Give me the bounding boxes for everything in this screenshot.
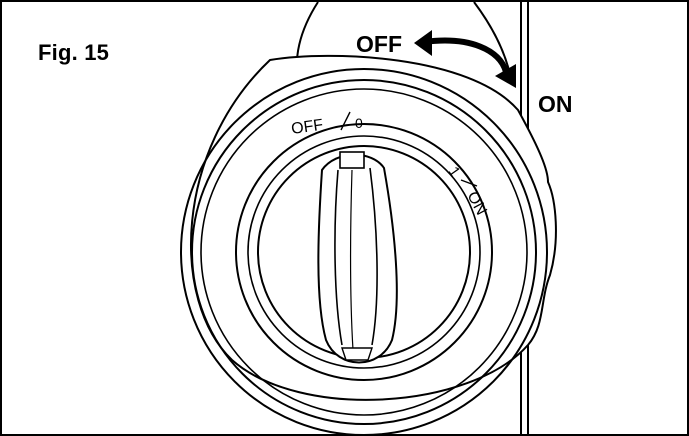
bezel-ring-3	[200, 88, 528, 416]
knob-base-ring	[247, 135, 481, 369]
knob-bottom-tab	[341, 347, 373, 361]
knob-handle	[317, 153, 398, 364]
knob-pointer	[339, 151, 365, 169]
on-direction-label: ON	[538, 91, 573, 117]
knob-center-ridge	[350, 169, 354, 351]
outer-bezel-ring	[180, 68, 548, 436]
arrow-head-right	[495, 64, 516, 88]
curved-double-arrow-icon	[423, 37, 509, 74]
dial-zero-marking: 0	[355, 115, 363, 131]
figure-label: Fig. 15	[38, 40, 110, 65]
dial-plate-ring	[235, 123, 493, 381]
dial-slash-top	[340, 111, 351, 131]
dial-slash-right	[460, 179, 478, 187]
off-direction-label: OFF	[356, 31, 402, 57]
bezel-ring-2	[191, 79, 537, 425]
arrow-head-left	[414, 30, 432, 56]
knob-grip-line-left	[334, 169, 343, 346]
dial-off-marking: OFF	[290, 117, 324, 138]
knob-grip-line-right	[369, 167, 378, 346]
